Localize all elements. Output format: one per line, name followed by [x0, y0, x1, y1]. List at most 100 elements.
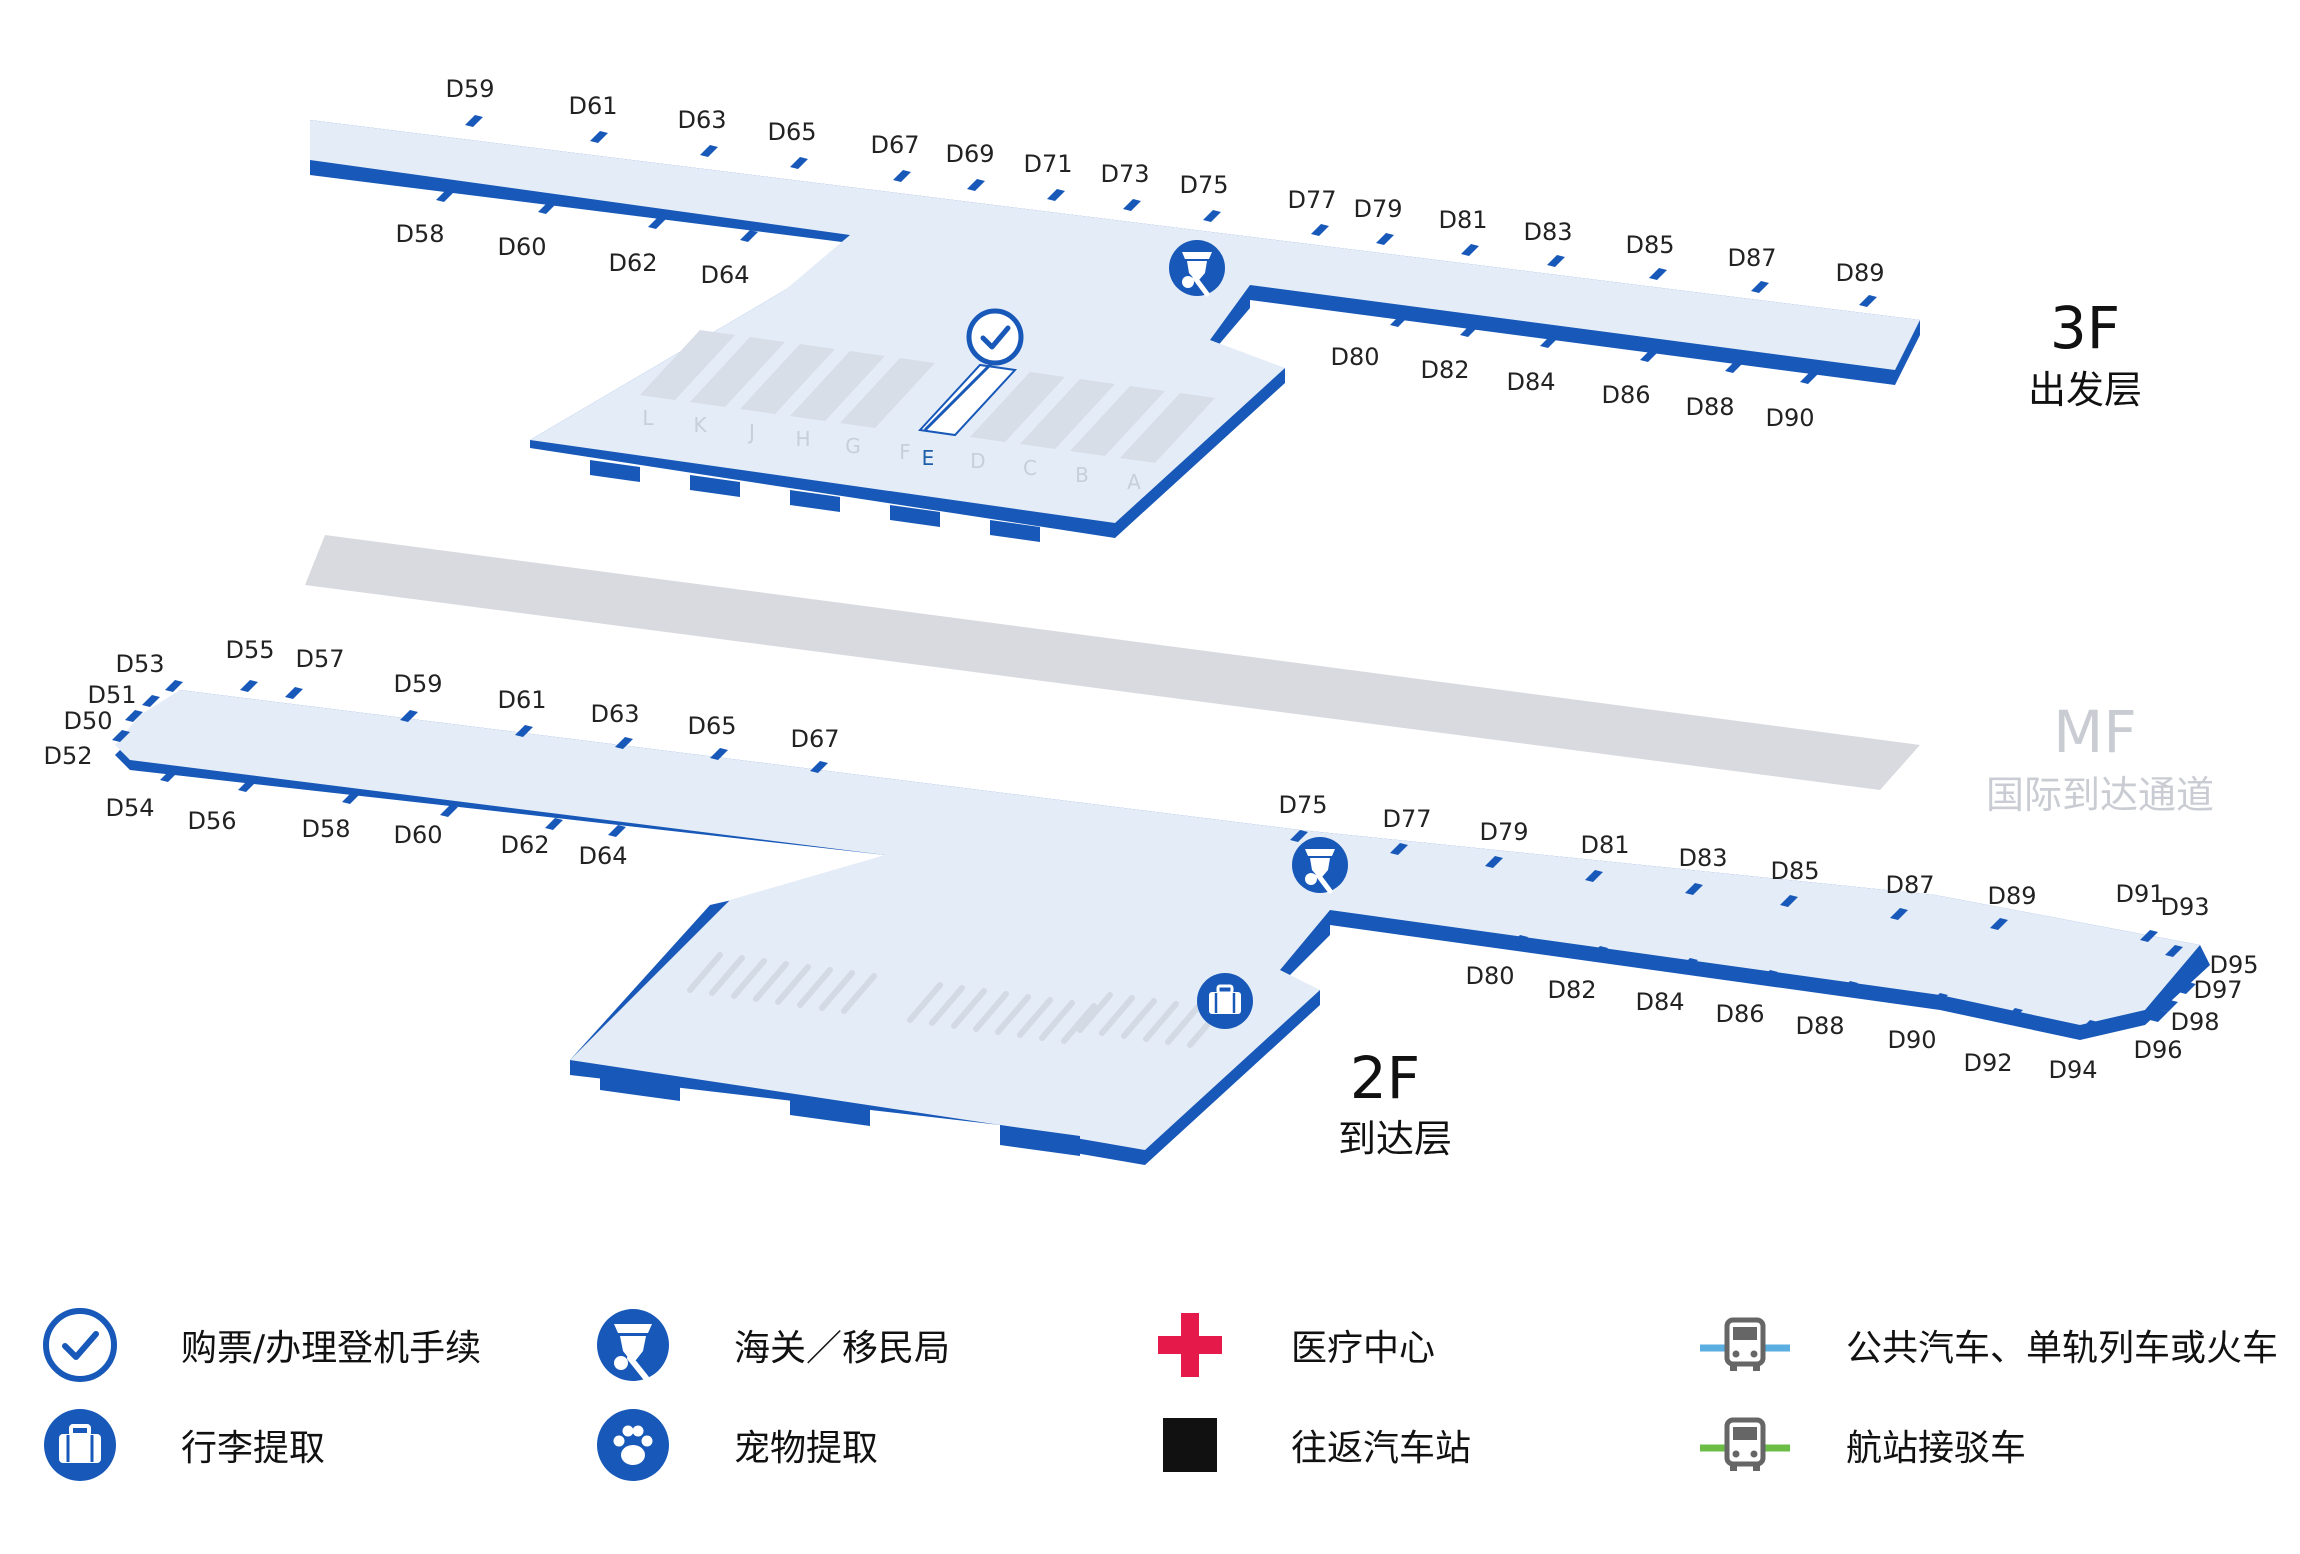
gate-label[interactable]: D83 — [1678, 844, 1727, 872]
customs-icon[interactable] — [1292, 837, 1348, 893]
gate-label[interactable]: D79 — [1353, 195, 1402, 223]
gate-label[interactable]: D53 — [115, 650, 164, 678]
gate-marker — [125, 710, 143, 722]
floor-2f-surface — [115, 690, 2200, 1150]
counter-row — [970, 372, 1065, 442]
gate-marker — [1780, 895, 1798, 907]
gate-label[interactable]: D77 — [1382, 805, 1431, 833]
gate-label[interactable]: D67 — [790, 725, 839, 753]
gate-label[interactable]: D73 — [1100, 160, 1149, 188]
check-in-icon[interactable] — [969, 311, 1021, 363]
gate-label[interactable]: D84 — [1635, 988, 1684, 1016]
gate-label[interactable]: D54 — [105, 794, 154, 822]
gate-label[interactable]: D88 — [1795, 1012, 1844, 1040]
gate-label[interactable]: D82 — [1420, 356, 1469, 384]
counter-row-highlighted[interactable] — [917, 363, 1018, 437]
legend-item-shuttle-stop: 往返汽车站 — [1145, 1400, 1471, 1490]
gate-label[interactable]: D55 — [225, 636, 274, 664]
customs-icon — [588, 1300, 678, 1390]
legend-label: 往返汽车站 — [1291, 1428, 1472, 1469]
gate-label[interactable]: D86 — [1601, 381, 1650, 409]
gate-marker — [790, 157, 808, 169]
gate-label[interactable]: D82 — [1547, 976, 1596, 1004]
gate-marker — [238, 780, 256, 792]
customs-icon[interactable] — [1169, 240, 1225, 296]
gate-label[interactable]: D80 — [1465, 962, 1514, 990]
gate-label[interactable]: D86 — [1715, 1000, 1764, 1028]
gate-label[interactable]: D59 — [393, 670, 442, 698]
gate-marker — [1640, 350, 1658, 362]
mf-corridor — [305, 535, 1920, 790]
gate-label[interactable]: D93 — [2160, 893, 2209, 921]
gate-label[interactable]: D94 — [2048, 1056, 2097, 1084]
gate-label[interactable]: D65 — [687, 712, 736, 740]
gate-label[interactable]: D80 — [1330, 343, 1379, 371]
gate-label[interactable]: D89 — [1987, 882, 2036, 910]
gate-label[interactable]: D83 — [1523, 218, 1572, 246]
gate-label[interactable]: D85 — [1770, 857, 1819, 885]
gate-label[interactable]: D98 — [2170, 1008, 2219, 1036]
gate-label[interactable]: D91 — [2115, 880, 2164, 908]
gate-label[interactable]: D81 — [1438, 206, 1487, 234]
gate-marker — [2150, 1010, 2168, 1022]
gate-label[interactable]: D88 — [1685, 393, 1734, 421]
gate-label[interactable]: D96 — [2133, 1036, 2182, 1064]
legend-item-customs: 海关／移民局 — [588, 1300, 950, 1390]
gate-label[interactable]: D57 — [295, 645, 344, 673]
floor-3f-counters — [640, 330, 1215, 463]
gate-label[interactable]: D81 — [1580, 831, 1629, 859]
gate-label[interactable]: D85 — [1625, 231, 1674, 259]
gate-label[interactable]: D63 — [677, 106, 726, 134]
gate-marker — [285, 687, 303, 699]
gate-label[interactable]: D65 — [767, 118, 816, 146]
gate-label[interactable]: D77 — [1287, 186, 1336, 214]
gate-label[interactable]: D61 — [568, 92, 617, 120]
gate-label[interactable]: D97 — [2193, 976, 2242, 1004]
gate-label[interactable]: D84 — [1506, 368, 1555, 396]
gate-label[interactable]: D51 — [87, 681, 136, 709]
legend-label: 海关／移民局 — [734, 1328, 951, 1369]
baggage-carousel — [1077, 992, 1223, 1048]
gate-label[interactable]: D92 — [1963, 1049, 2012, 1077]
gate-label[interactable]: D59 — [445, 75, 494, 103]
gate-label[interactable]: D87 — [1885, 871, 1934, 899]
gate-label[interactable]: D60 — [393, 821, 442, 849]
gate-marker — [160, 770, 178, 782]
baggage-icon[interactable] — [1195, 971, 1255, 1031]
gate-label[interactable]: D75 — [1278, 791, 1327, 819]
gate-label[interactable]: D67 — [870, 131, 919, 159]
legend-item-medical: 医疗中心 — [1145, 1300, 1435, 1390]
gate-label[interactable]: D71 — [1023, 150, 1072, 178]
gate-label[interactable]: D61 — [497, 686, 546, 714]
gate-label[interactable]: D62 — [608, 249, 657, 277]
gate-label[interactable]: D90 — [1765, 404, 1814, 432]
gate-label[interactable]: D64 — [578, 842, 627, 870]
gate-label[interactable]: D62 — [500, 831, 549, 859]
legend-item-check-in: 购票/办理登机手续 — [35, 1300, 481, 1390]
gate-label[interactable]: D50 — [63, 707, 112, 735]
gate-label[interactable]: D95 — [2209, 951, 2258, 979]
gate-label[interactable]: D79 — [1479, 818, 1528, 846]
gate-label[interactable]: D52 — [43, 742, 92, 770]
gate-label[interactable]: D63 — [590, 700, 639, 728]
floor-3f-bottom-bays — [590, 460, 1040, 542]
gate-label[interactable]: D75 — [1179, 171, 1228, 199]
gate-label[interactable]: D69 — [945, 140, 994, 168]
gate-label[interactable]: D89 — [1835, 259, 1884, 287]
floor-3f-name: 出发层 — [2028, 368, 2142, 412]
gate-label[interactable]: D64 — [700, 261, 749, 289]
gate-label[interactable]: D58 — [301, 815, 350, 843]
gate-label[interactable]: D90 — [1887, 1026, 1936, 1054]
gate-label[interactable]: D58 — [395, 220, 444, 248]
gate-marker — [590, 131, 608, 143]
gate-label[interactable]: D60 — [497, 233, 546, 261]
counter-letter: D — [970, 449, 985, 473]
gate-label[interactable]: D87 — [1727, 244, 1776, 272]
floor-2f-number: 2F — [1350, 1044, 1420, 1112]
terminal-shuttle-icon — [1700, 1400, 1790, 1490]
gate-label[interactable]: D56 — [187, 807, 236, 835]
baggage-carousel — [907, 982, 1097, 1044]
